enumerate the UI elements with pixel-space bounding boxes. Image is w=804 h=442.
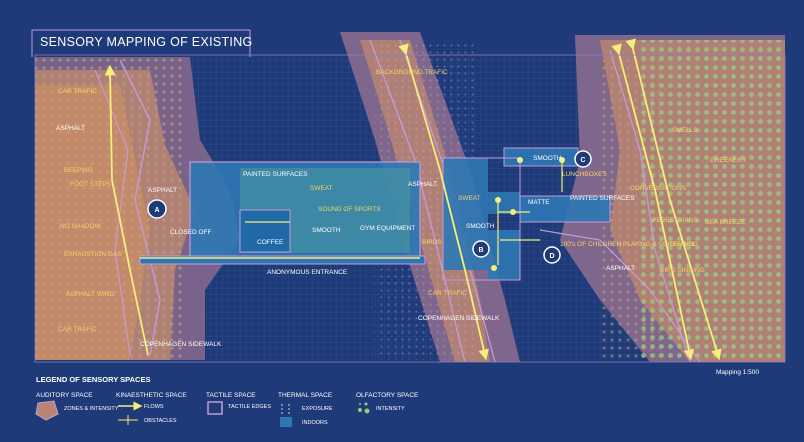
legend-indoors: INDOORS: [302, 420, 328, 426]
label-conversations: CONVERSATIONS: [630, 185, 687, 192]
label-copenhagen-sidewalk-left: COPENHAGEN SIDEWALK: [140, 341, 222, 348]
legend-exposure: EXPOSURE: [302, 406, 333, 412]
label-asphalt-left: ASPHALT: [56, 125, 85, 132]
legend-auditory-item: ZONES & INTENSITY: [64, 406, 119, 412]
legend: LEGEND OF SENSORY SPACES Mapping 1:500 A…: [35, 369, 759, 427]
legend-tactile-item: TACTILE EDGES: [228, 404, 271, 410]
label-gym-equipment: GYM EQUIPMENT: [360, 225, 415, 232]
label-sweat-1: SWEAT: [310, 185, 333, 192]
label-exhaustion-gas: EXHAUSTION GAS: [64, 251, 122, 258]
title-box: SENSORY MAPPING OF EXISTING: [31, 29, 253, 57]
label-asphalt-center: ASPHALT: [408, 181, 437, 188]
map-labels: CAR TRAFIC ASPHALT BEEPING FOOT STEPS AS…: [56, 69, 747, 348]
label-bird-singing: BIRD SINGING: [660, 267, 705, 274]
label-painted-surfaces: PAINTED SURFACES: [243, 171, 308, 178]
label-birds: BIRDS: [422, 239, 443, 246]
label-lunchboxes: LUNCHBOXES: [562, 171, 607, 178]
label-asphalt-right: ASPHALT: [606, 265, 635, 272]
marker-c: C: [580, 157, 585, 164]
label-closed-off: CLOSED OFF: [170, 229, 212, 236]
legend-flows: FLOWS: [144, 404, 164, 410]
label-smooth-2: SMOOTH: [466, 223, 495, 230]
label-sea-breeze: SEA BREEZE: [705, 219, 746, 226]
marker-a: A: [154, 207, 159, 214]
label-painted-surfaces-2: PAINTED SURFACES: [570, 195, 635, 202]
label-background-trafic: BACKGROUND TRAFIC: [376, 69, 448, 76]
label-pedestrians: PEDESTRIANS: [652, 217, 699, 224]
label-car-trafic-center: CAR TRAFIC: [428, 290, 467, 297]
label-beeping: BEEPING: [64, 167, 93, 174]
label-children: 100's OF CHILDREN PLAYING & SCREAMING: [560, 241, 698, 248]
label-asphalt-wind: ASPHALT WIND: [66, 291, 114, 298]
zone-markers: A B C D: [147, 150, 592, 264]
label-smooth-3: SMOOTH: [533, 155, 562, 162]
label-copenhagen-sidewalk-center: COPENHAGEN SIDEWALK: [418, 315, 500, 322]
corridor: [139, 255, 426, 265]
legend-thermal-heading: THERMAL SPACE: [278, 392, 333, 399]
building-c: [520, 196, 610, 222]
label-asphalt-mid: ASPHALT: [148, 187, 177, 194]
label-car-trafic-bottom: CAR TRAFIC: [58, 326, 97, 333]
flow-arrows: [104, 38, 722, 361]
legend-auditory-swatch: [35, 400, 59, 421]
label-smooth-1: SMOOTH: [312, 227, 341, 234]
label-coffee: COFFEE: [257, 239, 284, 246]
label-smells: SMELLS: [672, 127, 698, 134]
legend-olfactory-heading: OLFACTORY SPACE: [356, 392, 419, 399]
legend-obstacles: OBSTACLES: [144, 418, 177, 424]
label-car-trafic-top: CAR TRAFIC: [58, 88, 97, 95]
label-sweat-2: SWEAT: [458, 195, 481, 202]
label-matte: MATTE: [528, 199, 550, 206]
legend-tactile-swatch: [207, 401, 223, 415]
legend-title: LEGEND OF SENSORY SPACES: [36, 375, 150, 384]
label-foot-steps: FOOT STEPS: [70, 181, 112, 188]
legend-auditory-heading: AUDITORY SPACE: [36, 392, 93, 399]
page-title: SENSORY MAPPING OF EXISTING: [40, 35, 253, 49]
marker-d: D: [549, 253, 554, 260]
obstacle-markers: [491, 157, 565, 271]
label-anonymous-entrance: ANONYMOUS ENTRANCE: [267, 269, 348, 276]
label-greenery: GREENERY: [710, 157, 747, 164]
label-no-shadow: NO SHADOW: [60, 223, 102, 230]
legend-tactile-heading: TACTILE SPACE: [206, 392, 256, 399]
legend-indoors-swatch: [280, 417, 292, 427]
label-sound-of-sports: SOUND OF SPORTS: [318, 206, 381, 213]
scale-label: Mapping 1:500: [716, 369, 759, 376]
legend-kinaesthetic-heading: KINAESTHETIC SPACE: [116, 392, 187, 399]
marker-b: B: [478, 247, 483, 254]
label-gravel: GRAVEL: [670, 241, 696, 248]
legend-olfactory-item: INTENSITY: [376, 406, 405, 412]
